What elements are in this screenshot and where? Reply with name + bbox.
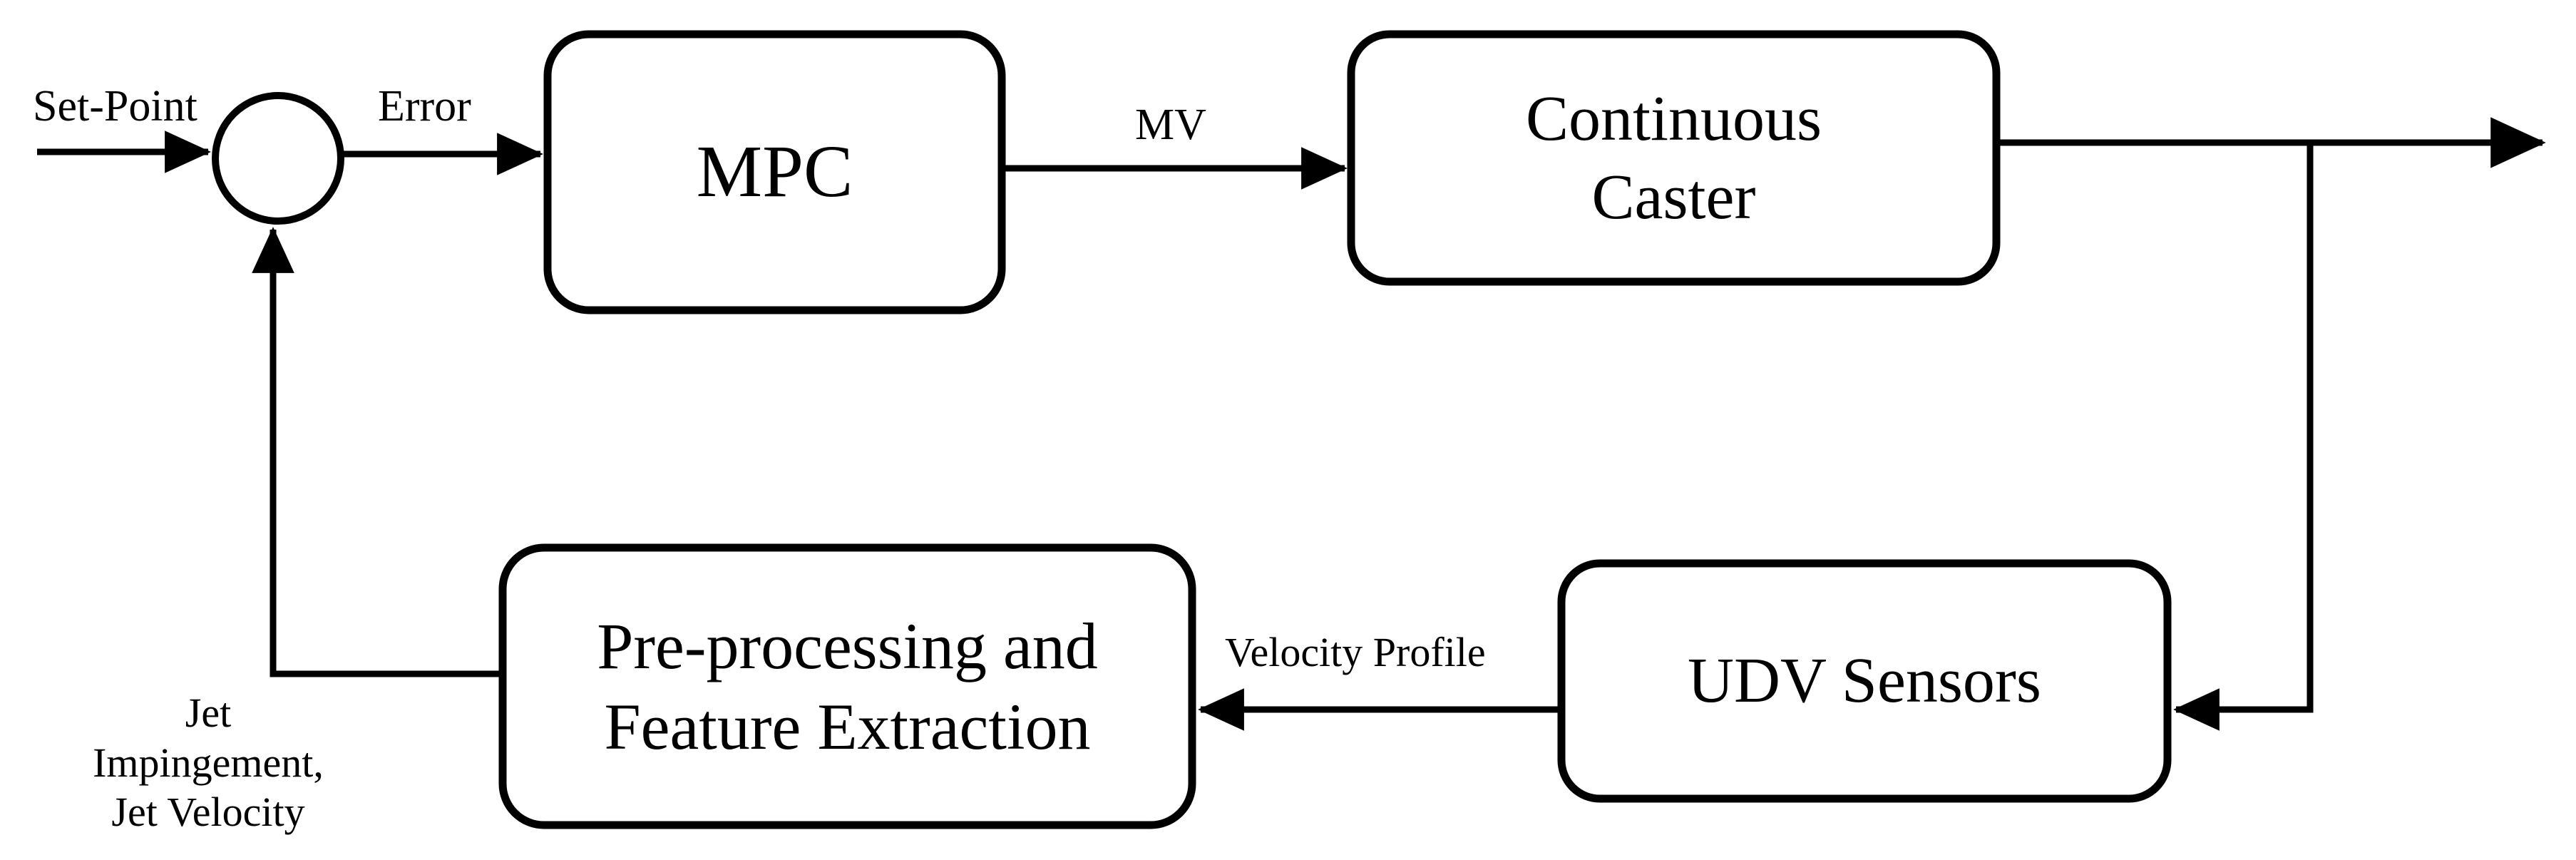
block-preprocessing-feature-extraction[interactable] — [498, 543, 1196, 829]
block-continuous-caster[interactable] — [1347, 30, 2001, 286]
summing-junction-circle[interactable] — [212, 92, 344, 225]
signal-line-feature-feedback — [252, 227, 503, 677]
block-udv-sensors[interactable] — [1557, 559, 2172, 803]
block-mpc[interactable] — [543, 30, 1006, 314]
signal-line-sensor-branch — [2173, 143, 2314, 731]
